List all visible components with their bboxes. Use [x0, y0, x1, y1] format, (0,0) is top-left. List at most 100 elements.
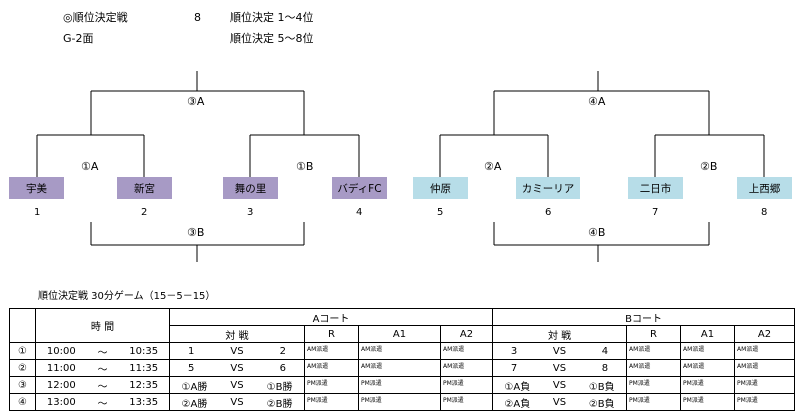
- header-b-match: 対 戦: [492, 325, 628, 343]
- b-referee-r: PM派遣: [626, 376, 682, 394]
- schedule-caption: 順位決定戦 30分ゲーム（15－5－15）: [38, 291, 216, 302]
- row-number: ①: [9, 342, 36, 360]
- b-vs: VS: [552, 362, 567, 374]
- header-a-a1: A1: [358, 325, 441, 343]
- b-referee-r: AM派遣: [626, 342, 682, 360]
- team-box-7: 二日市: [628, 177, 683, 199]
- b-away-team: 4: [601, 345, 609, 357]
- a-away-team: ①B勝: [266, 381, 293, 393]
- b-away-team: 8: [601, 362, 609, 374]
- b-referee-a1: AM派遣: [680, 342, 736, 360]
- left-final-label: ③A: [187, 95, 205, 108]
- court-label: G-2面: [63, 32, 94, 45]
- b-referee-r: PM派遣: [626, 393, 682, 411]
- a-court-match: 1 VS 2: [169, 342, 305, 360]
- a-vs: VS: [230, 362, 244, 374]
- a-referee-a1: AM派遣: [358, 359, 441, 377]
- right-semi-right-label: ②B: [700, 160, 718, 173]
- seed-1: 1: [34, 207, 41, 218]
- row-number: ③: [9, 376, 36, 394]
- a-referee-a1: AM派遣: [358, 342, 441, 360]
- b-vs: VS: [552, 396, 567, 408]
- b-away-team: ①B負: [588, 381, 615, 393]
- time-end: 12:35: [129, 379, 159, 391]
- team-box-4: バディFC: [332, 177, 387, 199]
- rank-5-8-label: 順位決定 5～8位: [230, 32, 314, 45]
- time-sep: ～: [97, 381, 108, 393]
- seed-6: 6: [545, 207, 552, 218]
- a-referee-r: AM派遣: [304, 342, 359, 360]
- time-end: 13:35: [129, 396, 159, 408]
- a-vs: VS: [230, 396, 244, 408]
- team-box-5: 仲原: [413, 177, 468, 199]
- row-number: ④: [9, 393, 36, 411]
- a-vs: VS: [230, 345, 244, 357]
- header-time: 時 間: [35, 308, 170, 343]
- a-court-match: 5 VS 6: [169, 359, 305, 377]
- row-time: 11:00～11:35: [35, 359, 170, 377]
- left-semi-right-label: ①B: [296, 160, 314, 173]
- a-referee-a1: PM派遣: [358, 376, 441, 394]
- time-sep: ～: [97, 398, 108, 410]
- team-box-2: 新宮: [117, 177, 172, 199]
- time-end: 10:35: [129, 345, 159, 357]
- a-referee-r: AM派遣: [304, 359, 359, 377]
- left-semi-left-label: ①A: [81, 160, 99, 173]
- header-b-r: R: [626, 325, 682, 343]
- b-referee-a2: AM派遣: [734, 359, 796, 377]
- b-court-match: 7 VS 8: [492, 359, 628, 377]
- team-box-6: カミーリア: [516, 177, 580, 199]
- time-start: 10:00: [46, 345, 76, 357]
- a-referee-a2: AM派遣: [439, 359, 494, 377]
- b-referee-a2: PM派遣: [734, 376, 796, 394]
- a-home-team: 5: [188, 362, 195, 374]
- title: ◎順位決定戦: [63, 11, 128, 24]
- a-vs: VS: [230, 379, 244, 391]
- seed-2: 2: [141, 207, 148, 218]
- left-bottom-label: ③B: [187, 226, 205, 239]
- header-b-court: Bコート: [492, 308, 796, 326]
- b-home-team: 7: [510, 362, 518, 374]
- a-referee-r: PM派遣: [304, 376, 359, 394]
- seed-4: 4: [356, 207, 363, 218]
- seed-7: 7: [652, 207, 659, 218]
- b-referee-r: AM派遣: [626, 359, 682, 377]
- b-home-team: 3: [510, 345, 518, 357]
- header-a-a2: A2: [439, 325, 494, 343]
- a-home-team: ①A勝: [181, 381, 208, 393]
- team-count: 8: [194, 11, 201, 24]
- team-box-1: 宇美: [9, 177, 64, 199]
- time-start: 12:00: [46, 379, 76, 391]
- a-referee-a2: PM派遣: [439, 376, 494, 394]
- b-referee-a1: PM派遣: [680, 393, 736, 411]
- time-start: 11:00: [46, 362, 76, 374]
- seed-5: 5: [437, 207, 444, 218]
- right-bottom-label: ④B: [588, 226, 606, 239]
- b-referee-a1: AM派遣: [680, 359, 736, 377]
- bracket-lines: [36, 71, 765, 262]
- time-end: 11:35: [129, 362, 159, 374]
- row-time: 12:00 ～ 12:35: [35, 376, 170, 394]
- header-no: [9, 308, 36, 343]
- b-home-team: ①A負: [504, 381, 531, 393]
- team-box-3: 舞の里: [223, 177, 278, 199]
- a-away-team: 2: [279, 345, 286, 357]
- a-away-team: 6: [279, 362, 286, 374]
- time-start: 13:00: [46, 396, 76, 408]
- header-a-r: R: [304, 325, 359, 343]
- a-home-team: 1: [188, 345, 195, 357]
- row-time: 13:00 ～ 13:35: [35, 393, 170, 411]
- b-referee-a2: AM派遣: [734, 342, 796, 360]
- header-a-court: Aコート: [168, 308, 494, 326]
- row-time: 10:00～10:35: [35, 342, 170, 360]
- header-b-a1: A1: [680, 325, 736, 343]
- seed-8: 8: [761, 207, 768, 218]
